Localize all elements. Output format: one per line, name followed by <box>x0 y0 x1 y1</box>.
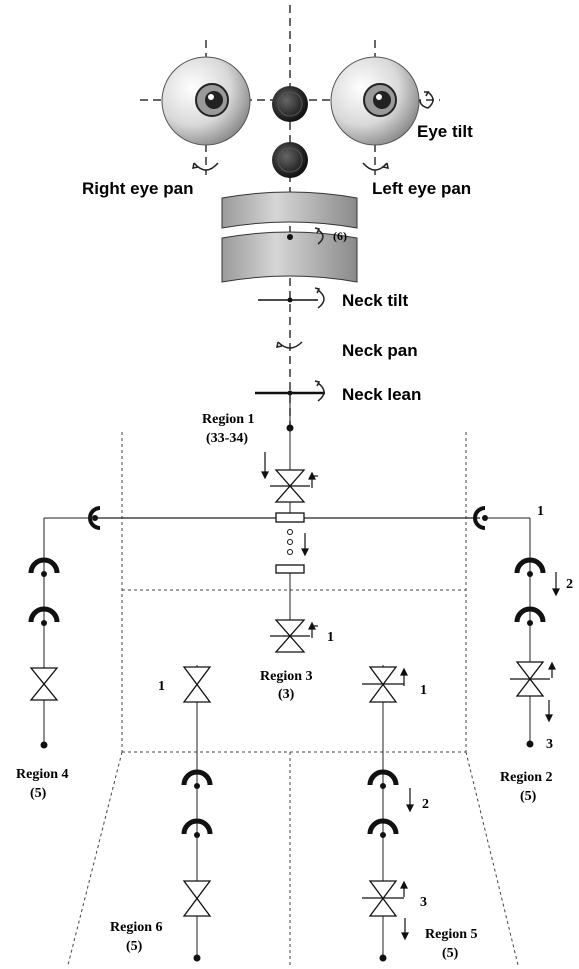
region3-name: Region 3 <box>260 669 313 684</box>
region1-name: Region 1 <box>202 412 255 427</box>
region6-count: (5) <box>126 939 143 954</box>
label-neck-pan: Neck pan <box>342 341 418 360</box>
region5-mid-number: 2 <box>422 797 429 812</box>
region1-count: (33-34) <box>206 431 248 446</box>
region-boundaries <box>67 432 519 966</box>
label-left-eye-pan: Left eye pan <box>372 179 471 198</box>
top-camera-icon <box>272 86 308 122</box>
region2-joint1-icon <box>514 557 546 577</box>
region5-bot-number: 3 <box>420 895 427 910</box>
region1-arrow-icon <box>261 452 318 488</box>
left-eye-pan-rotation-icon <box>362 162 389 171</box>
right-eye-icon <box>161 56 251 146</box>
neck-pan-rotation-icon <box>276 341 303 349</box>
neck-lean-rotation-icon <box>314 380 325 402</box>
region2-top-number: 1 <box>537 504 544 519</box>
region2-name: Region 2 <box>500 770 553 785</box>
region3-right-number: 1 <box>420 683 427 698</box>
region6-valve-icon <box>182 880 212 917</box>
region6-joint2-icon <box>181 818 213 838</box>
region2-valve-icon <box>510 661 550 697</box>
region6-joint1-icon <box>181 769 213 789</box>
region5-name: Region 5 <box>425 927 478 942</box>
region5-valve-icon <box>362 880 404 917</box>
region4-count: (5) <box>30 786 47 801</box>
region2-joint2-icon <box>514 606 546 626</box>
label-neck-lean: Neck lean <box>342 385 421 404</box>
torso-rotation-icon <box>314 227 324 245</box>
eye-tilt-rotation-icon <box>419 91 434 109</box>
region3-right-valve-icon <box>362 666 404 703</box>
region3-left-number: 1 <box>158 679 165 694</box>
label-neck-tilt: Neck tilt <box>342 291 408 310</box>
label-torso-joints: (6) <box>333 229 347 243</box>
region3-count: (3) <box>278 687 295 702</box>
right-eye-pan-rotation-icon <box>192 162 219 171</box>
region6-name: Region 6 <box>110 920 163 935</box>
region2-mid-number: 2 <box>566 577 573 592</box>
region2-bot-number: 3 <box>546 737 553 752</box>
label-right-eye-pan: Right eye pan <box>82 179 193 198</box>
region5-joint1-icon <box>367 769 399 789</box>
region4-name: Region 4 <box>16 767 69 782</box>
bottom-camera-icon <box>272 142 308 178</box>
region2-count: (5) <box>520 789 537 804</box>
neck-tilt-rotation-icon <box>314 287 325 309</box>
spine-dots-icon <box>287 529 293 555</box>
region5-joint2-icon <box>367 818 399 838</box>
label-eye-tilt: Eye tilt <box>417 122 473 141</box>
region1-valve-number: 1 <box>327 630 334 645</box>
waist-valve-icon <box>270 619 310 653</box>
region1-valve-icon <box>270 469 310 503</box>
torso-cylinder <box>221 191 358 283</box>
region4-valve-icon <box>29 667 59 701</box>
region4-joint1-icon <box>28 557 60 577</box>
region4-joint2-icon <box>28 606 60 626</box>
region5-count: (5) <box>442 946 459 961</box>
left-eye-icon <box>330 56 420 146</box>
region3-left-valve-icon <box>182 666 212 703</box>
